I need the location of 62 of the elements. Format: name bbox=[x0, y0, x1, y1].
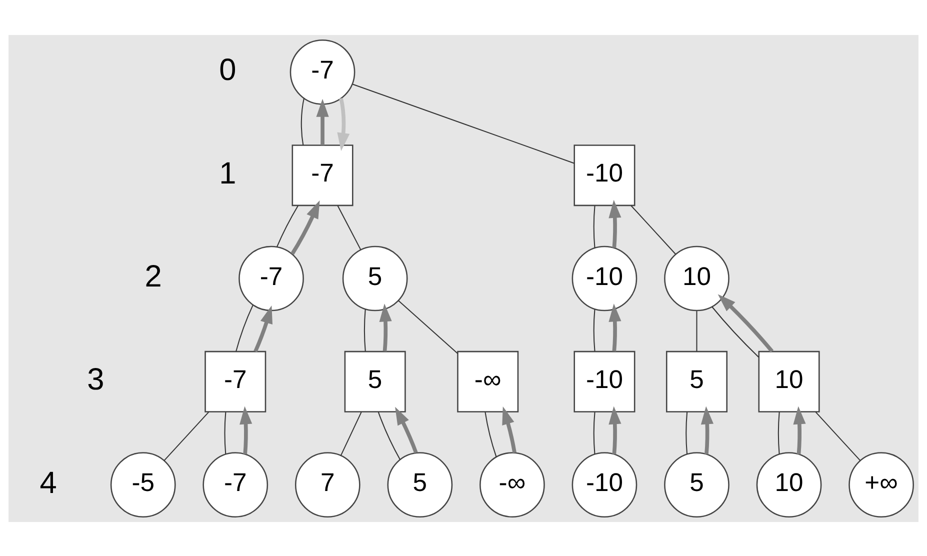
label: 4 bbox=[40, 464, 57, 500]
label: 1 bbox=[219, 154, 236, 190]
connector bbox=[630, 204, 676, 254]
node-box: -∞ bbox=[457, 350, 519, 412]
node-circle: 5 bbox=[342, 245, 408, 311]
arrow bbox=[608, 303, 622, 351]
connector bbox=[484, 411, 497, 457]
connector bbox=[224, 412, 226, 454]
arrow bbox=[718, 294, 774, 352]
node-circle: 5 bbox=[664, 452, 730, 518]
node-circle: -7 bbox=[290, 38, 356, 104]
node-circle: 5 bbox=[387, 452, 453, 518]
connector bbox=[300, 98, 304, 145]
label: 0 bbox=[219, 52, 236, 87]
arrow bbox=[793, 406, 806, 454]
label: 3 bbox=[87, 361, 104, 396]
arrow bbox=[254, 305, 272, 352]
node-circle: -5 bbox=[110, 452, 176, 518]
connector bbox=[778, 412, 780, 454]
arrow bbox=[608, 199, 622, 248]
node-circle: 10 bbox=[664, 245, 730, 311]
connector bbox=[593, 412, 596, 454]
node-box: -7 bbox=[292, 144, 354, 206]
node-box: -7 bbox=[204, 350, 266, 412]
arrow bbox=[379, 303, 392, 351]
connector bbox=[696, 310, 698, 352]
arrow bbox=[502, 406, 516, 453]
node-box: 5 bbox=[344, 350, 406, 412]
connector bbox=[593, 205, 596, 248]
arrow bbox=[316, 98, 329, 145]
node-circle: -10 bbox=[572, 245, 638, 311]
arrow bbox=[337, 97, 350, 150]
node-circle: -10 bbox=[572, 452, 638, 518]
node-box: -10 bbox=[574, 350, 636, 412]
connector bbox=[236, 304, 254, 352]
node-circle: 7 bbox=[294, 452, 360, 518]
node-box: 5 bbox=[666, 350, 728, 412]
connector bbox=[364, 308, 366, 351]
arrow bbox=[395, 406, 418, 453]
node-box: -10 bbox=[574, 144, 636, 206]
connector bbox=[276, 204, 298, 246]
connector bbox=[337, 204, 362, 250]
connector bbox=[398, 300, 458, 354]
arrow bbox=[608, 406, 622, 454]
node-circle: +∞ bbox=[848, 452, 914, 518]
connector bbox=[815, 411, 861, 460]
arrow bbox=[700, 406, 714, 454]
arrow bbox=[290, 200, 320, 254]
connector bbox=[340, 411, 362, 456]
connector bbox=[352, 83, 574, 164]
node-circle: 10 bbox=[756, 452, 822, 518]
connector bbox=[164, 411, 210, 460]
node-circle: -7 bbox=[238, 245, 304, 311]
connector bbox=[593, 308, 596, 351]
connector bbox=[712, 306, 759, 357]
arrow bbox=[240, 406, 252, 454]
node-circle: -∞ bbox=[480, 452, 545, 518]
connector bbox=[686, 412, 688, 454]
connector bbox=[378, 411, 401, 460]
node-circle: -7 bbox=[202, 452, 268, 518]
label: 2 bbox=[144, 258, 162, 293]
node-box: 10 bbox=[758, 350, 820, 412]
